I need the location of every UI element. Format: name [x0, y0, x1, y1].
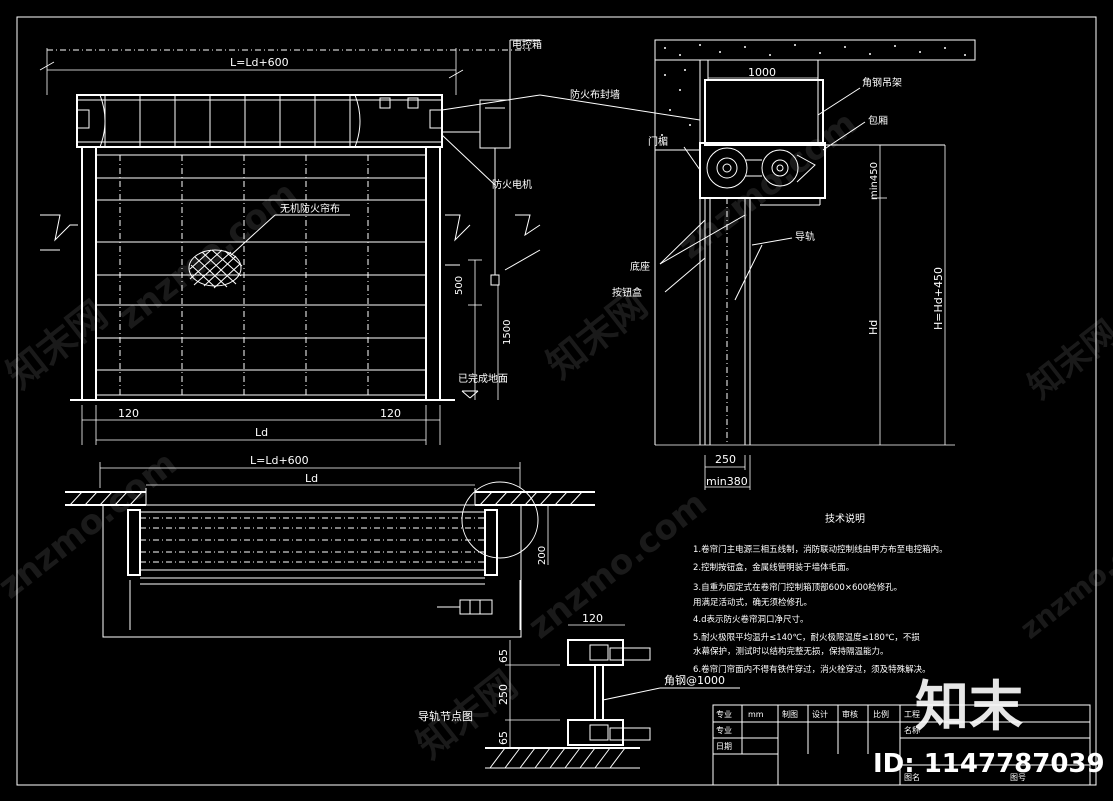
- tb-name: 名称: [904, 725, 920, 735]
- label-finished-floor: 已完成地面: [458, 372, 508, 385]
- tb-sheet: 图名: [904, 772, 920, 782]
- note-line: 2.控制按钮盒，金属线管明装于墙体毛面。: [693, 562, 854, 573]
- label-base: 底座: [630, 260, 650, 273]
- detail-title: 导轨节点图: [418, 709, 473, 723]
- label-angle-hanger: 角钢吊架: [862, 76, 902, 89]
- plan-dim-top: L=Ld+600: [250, 454, 309, 467]
- watermark-site: znzmo.com: [0, 444, 185, 608]
- plan-view: L=Ld+600 Ld: [65, 454, 595, 638]
- tb-c1: 专业: [716, 709, 732, 719]
- title-block: 专业 mm 制图 设计 审核 比例 工程 专业 日期 名称 图名 图号: [712, 704, 1091, 786]
- plan-dim-inner: Ld: [305, 472, 318, 485]
- tb-c5: 审核: [842, 709, 858, 719]
- detail-dim-120: 120: [582, 612, 603, 625]
- front-dim-left: 120: [118, 407, 139, 420]
- tech-notes: 技术说明 1.卷帘门主电源三相五线制，消防联动控制线由甲方布至电控箱内。 2.控…: [693, 512, 948, 675]
- label-guide-rail: 导轨: [795, 230, 815, 243]
- side-dim-min380: min380: [706, 475, 748, 488]
- watermark-brand: 知末: [915, 675, 1023, 738]
- detail-dim-65-top: 65: [497, 649, 510, 663]
- side-dim-min450: min450: [869, 162, 880, 200]
- label-fire-motor: 防火电机: [492, 178, 532, 191]
- note-line: 6.卷帘门帘面内不得有铁件穿过，消火栓穿过，须及特殊解决。: [693, 664, 931, 675]
- watermark-site: znzmo.com: [1014, 511, 1113, 646]
- side-dim-1000: 1000: [748, 66, 776, 79]
- drawing-border: [16, 16, 1097, 786]
- tb-r2: 专业: [716, 725, 732, 735]
- plan-dim-200: 200: [537, 546, 548, 565]
- front-dim-top: L=Ld+600: [230, 56, 289, 69]
- side-view: 1000 角钢吊架 包厢 门楣 导轨 底座: [539, 39, 976, 490]
- front-dim-bottom: Ld: [255, 426, 268, 439]
- tb-drawing-no: 图号: [1010, 773, 1026, 782]
- watermark-site: znzmo.com: [521, 484, 715, 648]
- front-dim-500: 500: [454, 276, 465, 295]
- label-angle-steel: 角钢@1000: [664, 674, 725, 687]
- detail-dim-250: 250: [497, 684, 510, 705]
- front-view: L=Ld+600: [39, 38, 620, 445]
- note-line: 4.d表示防火卷帘洞口净尺寸。: [693, 614, 809, 625]
- note-line: 用满足活动式，确无须检修孔。: [693, 597, 812, 608]
- label-control-box: 电控箱: [512, 38, 542, 51]
- note-line: 1.卷帘门主电源三相五线制，消防联动控制线由甲方布至电控箱内。: [693, 544, 948, 555]
- tb-c7: 工程: [904, 710, 920, 719]
- tb-c4: 设计: [812, 709, 828, 719]
- note-line: 5.耐火极限平均温升≤140℃，耐火极限温度≤180℃，不损: [693, 632, 920, 643]
- tb-c3: 制图: [782, 709, 798, 719]
- label-button-box: 按钮盒: [612, 286, 642, 299]
- watermark: znzmo.com znzmo.com znzmo.com znzmo.com …: [0, 104, 1113, 779]
- label-box: 包厢: [868, 114, 888, 127]
- label-fire-curtain-seal: 防火布封墙: [570, 88, 620, 101]
- side-dim-h: H=Hd+450: [932, 267, 945, 330]
- watermark-network: 知末网: [538, 282, 655, 387]
- watermark-site: znzmo.com: [111, 174, 305, 338]
- note-line: 3.自重为固定式在卷帘门控制箱顶部600×600检修孔。: [693, 582, 902, 593]
- watermark-id: ID: 1147787039: [873, 749, 1105, 779]
- tb-c6: 比例: [873, 709, 889, 719]
- label-door-frame: 门楣: [648, 135, 668, 148]
- front-dim-1500: 1500: [502, 320, 513, 345]
- tb-c2: mm: [748, 710, 764, 719]
- notes-title: 技术说明: [825, 512, 865, 525]
- label-inorganic-curtain: 无机防火帘布: [280, 202, 340, 215]
- detail-dim-65-bottom: 65: [497, 731, 510, 745]
- rail-detail: 120 65 250 65 角钢@1000 导轨节点图: [418, 612, 740, 769]
- tb-r3: 日期: [716, 742, 732, 751]
- note-line: 水幕保护，测试时以结构完整无损，保持隔温能力。: [693, 646, 889, 657]
- side-dim-250: 250: [715, 453, 736, 466]
- side-dim-hd: Hd: [867, 320, 880, 335]
- watermark-network: 知末网: [1021, 313, 1113, 407]
- front-dim-right: 120: [380, 407, 401, 420]
